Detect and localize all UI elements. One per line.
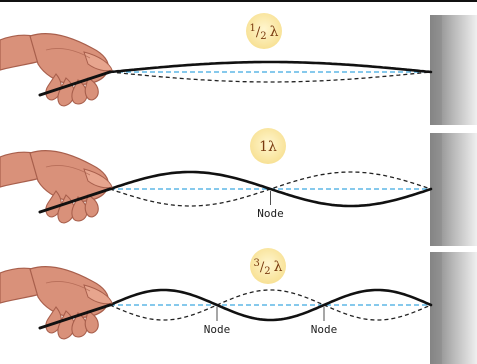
finger-icon [45,306,62,334]
node-label: Node [311,323,338,336]
string-opposite-phase [109,71,432,83]
string-opposite-phase [109,289,432,321]
finger-icon [45,190,62,218]
string-wave [108,60,433,74]
hand-icon [0,33,113,107]
top-border [0,0,477,2]
finger-icon [84,310,99,334]
finger-icon [84,77,99,101]
finger-icon [84,194,99,218]
node-label: Node [204,323,231,336]
finger-icon [45,73,62,101]
string-wave [108,288,433,322]
standing-wave-panel: Node 1λ [0,128,477,246]
wavelength-label: 1λ [259,139,277,155]
hand-icon [0,266,113,340]
hand-icon [0,150,113,224]
wavelength-badge: 1λ [250,128,286,164]
node-label: Node [257,207,284,220]
string-wave [108,170,433,208]
